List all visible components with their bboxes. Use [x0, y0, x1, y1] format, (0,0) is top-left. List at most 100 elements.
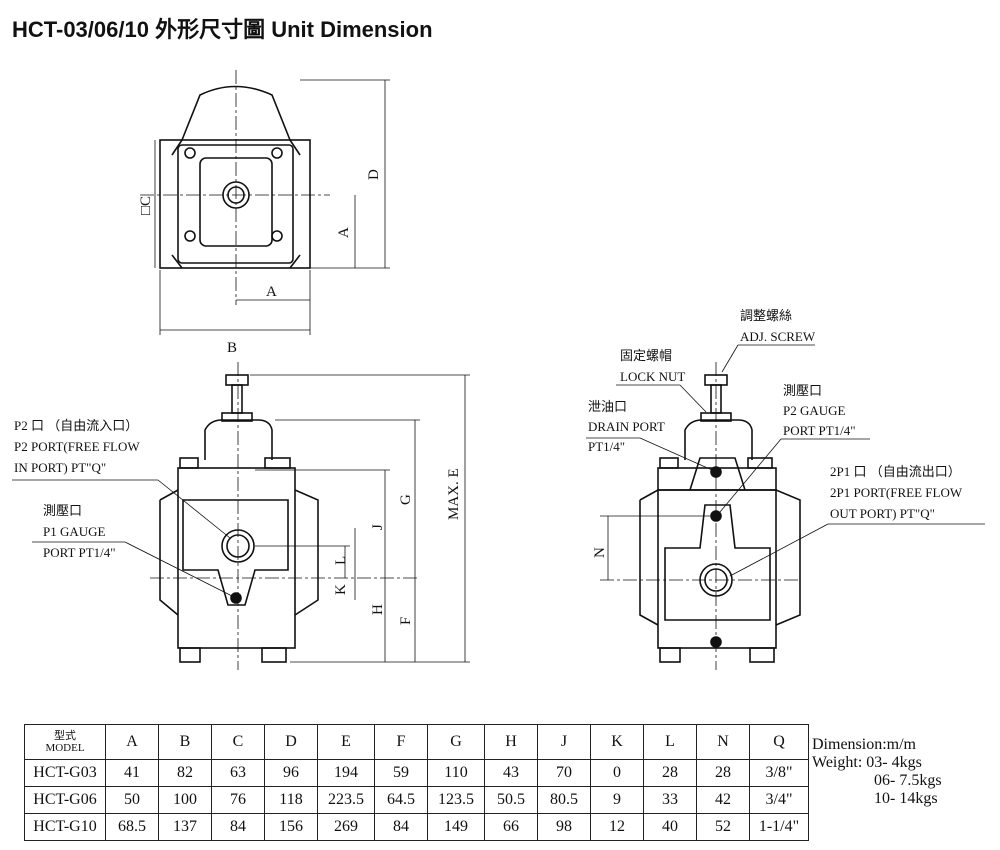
drain-port-label-zh: 泄油口: [588, 399, 627, 414]
cell: 0: [590, 759, 644, 787]
table-row: HCT-G03 41 82 63 96 194 59 110 43 70 0 2…: [24, 759, 809, 787]
cell: 269: [317, 813, 375, 841]
cell: 64.5: [374, 786, 428, 814]
p2-port-label-zh: P2 口 （自由流入口）: [14, 418, 138, 433]
cell: 68.5: [105, 813, 159, 841]
table-row: HCT-G06 50 100 76 118 223.5 64.5 123.5 5…: [24, 786, 809, 814]
drain-port-label-1: DRAIN PORT: [588, 419, 665, 434]
cell: 28: [643, 759, 697, 787]
lock-nut-label: LOCK NUT: [620, 369, 685, 384]
col-header: K: [590, 724, 644, 760]
cell: 3/4": [749, 786, 809, 814]
p1-gauge-label-1: P1 GAUGE: [43, 524, 106, 539]
cell: 12: [590, 813, 644, 841]
top-view: B A □C A D: [138, 70, 390, 356]
cell: 100: [158, 786, 212, 814]
col-header: N: [696, 724, 750, 760]
cell: 98: [537, 813, 591, 841]
cell: 43: [484, 759, 538, 787]
col-header: H: [484, 724, 538, 760]
notes: Dimension:m/m Weight: 03- 4kgs 06- 7.5kg…: [812, 736, 942, 808]
cell: 33: [643, 786, 697, 814]
p2-gauge-label-2: PORT PT1/4": [783, 423, 856, 438]
p1-port-label-1: 2P1 PORT(FREE FLOW: [830, 485, 963, 500]
model-header-zh: 型式: [54, 730, 76, 742]
dim-label-k: K: [333, 584, 349, 595]
dimension-unit: Dimension:m/m: [812, 736, 916, 753]
cell: 66: [484, 813, 538, 841]
col-header: L: [643, 724, 697, 760]
cell: 223.5: [317, 786, 375, 814]
dim-label-c: □C: [138, 196, 154, 215]
dim-label-j: J: [370, 524, 386, 530]
page-title: HCT-03/06/10 外形尺寸圖 Unit Dimension: [12, 17, 433, 42]
cell: 52: [696, 813, 750, 841]
dim-label-l: L: [333, 556, 349, 565]
dim-label-e: MAX. E: [446, 468, 462, 520]
cell: 41: [105, 759, 159, 787]
drain-port-label-2: PT1/4": [588, 439, 625, 454]
cell: 40: [643, 813, 697, 841]
front-view: N 調整螺絲 ADJ. SCREW 固定螺帽 LOCK NUT 泄油口 DRAI…: [586, 308, 985, 670]
p1-gauge-label-2: PORT PT1/4": [43, 545, 116, 560]
p1-gauge-label-zh: 測壓口: [43, 503, 82, 518]
col-header: J: [537, 724, 591, 760]
model-header-en: MODEL: [45, 742, 85, 754]
cell: 42: [696, 786, 750, 814]
p2-gauge-label-1: P2 GAUGE: [783, 403, 846, 418]
side-view: MAX. E G J L K H F P2 口 （自由流入口） P2 PORT(…: [12, 362, 470, 670]
p2-gauge-label-zh: 測壓口: [783, 383, 822, 398]
p2-port-label-1: P2 PORT(FREE FLOW: [14, 439, 140, 454]
cell: 9: [590, 786, 644, 814]
cell: 96: [264, 759, 318, 787]
col-header: D: [264, 724, 318, 760]
dim-label-a-vertical: A: [336, 227, 352, 238]
cell: 70: [537, 759, 591, 787]
cell: 84: [374, 813, 428, 841]
col-header: B: [158, 724, 212, 760]
cell: 1-1/4": [749, 813, 809, 841]
model-cell: HCT-G03: [24, 759, 106, 787]
table-row: HCT-G10 68.5 137 84 156 269 84 149 66 98…: [24, 813, 809, 841]
dim-label-d: D: [366, 169, 382, 180]
dim-label-a-horizontal: A: [266, 284, 277, 300]
weight-06: 06- 7.5kgs: [874, 772, 942, 789]
cell: 149: [427, 813, 485, 841]
weight-03: Weight: 03- 4kgs: [812, 754, 922, 771]
dim-label-b: B: [227, 340, 237, 356]
p1-port-label-zh: 2P1 口 （自由流出口）: [830, 464, 961, 479]
cell: 50: [105, 786, 159, 814]
cell: 110: [427, 759, 485, 787]
col-header: Q: [749, 724, 809, 760]
adj-screw-label-zh: 調整螺絲: [740, 308, 792, 323]
cell: 59: [374, 759, 428, 787]
cell: 156: [264, 813, 318, 841]
cell: 28: [696, 759, 750, 787]
adj-screw-label: ADJ. SCREW: [740, 329, 816, 344]
col-header: F: [374, 724, 428, 760]
cell: 82: [158, 759, 212, 787]
cell: 63: [211, 759, 265, 787]
dim-label-n: N: [592, 547, 608, 558]
cell: 3/8": [749, 759, 809, 787]
lock-nut-label-zh: 固定螺帽: [620, 348, 672, 363]
cell: 118: [264, 786, 318, 814]
col-header: C: [211, 724, 265, 760]
p1-port-label-2: OUT PORT) PT"Q": [830, 506, 935, 521]
cell: 76: [211, 786, 265, 814]
p2-port-label-2: IN PORT) PT"Q": [14, 460, 106, 475]
dimension-drawing: B A □C A D MAX. E G J L K H F: [12, 70, 985, 670]
weight-10: 10- 14kgs: [874, 790, 938, 807]
dim-label-h: H: [370, 604, 386, 615]
dim-label-g: G: [398, 494, 414, 505]
model-cell: HCT-G06: [24, 786, 106, 814]
cell: 50.5: [484, 786, 538, 814]
col-header: G: [427, 724, 485, 760]
col-header: E: [317, 724, 375, 760]
col-header: A: [105, 724, 159, 760]
cell: 84: [211, 813, 265, 841]
cell: 194: [317, 759, 375, 787]
